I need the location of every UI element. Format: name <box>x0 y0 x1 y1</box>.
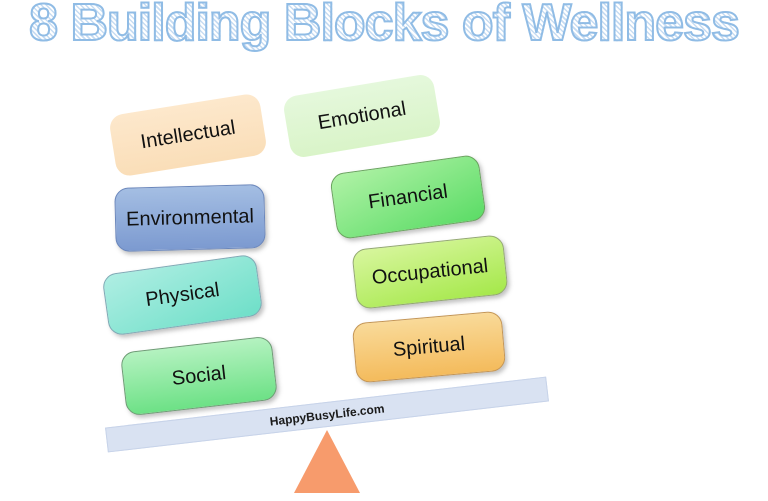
block-label: Financial <box>366 180 450 213</box>
block-intellectual: Intellectual <box>108 92 268 178</box>
watermark-text: HappyBusyLife.com <box>268 400 386 429</box>
block-label: Physical <box>144 278 221 311</box>
block-emotional: Emotional <box>281 72 443 160</box>
block-label: Occupational <box>370 254 490 289</box>
block-physical: Physical <box>101 253 264 337</box>
block-label: Social <box>170 361 228 390</box>
block-label: Emotional <box>316 97 408 134</box>
block-occupational: Occupational <box>351 234 509 310</box>
block-label: Environmental <box>125 204 255 231</box>
block-environmental: Environmental <box>114 184 266 252</box>
block-label: Intellectual <box>138 116 237 153</box>
block-label: Spiritual <box>391 332 466 361</box>
fulcrum-triangle <box>294 430 360 493</box>
block-spiritual: Spiritual <box>351 310 507 384</box>
block-financial: Financial <box>329 153 487 241</box>
block-social: Social <box>119 335 279 417</box>
page-title: 8 Building Blocks of Wellness <box>0 0 768 54</box>
